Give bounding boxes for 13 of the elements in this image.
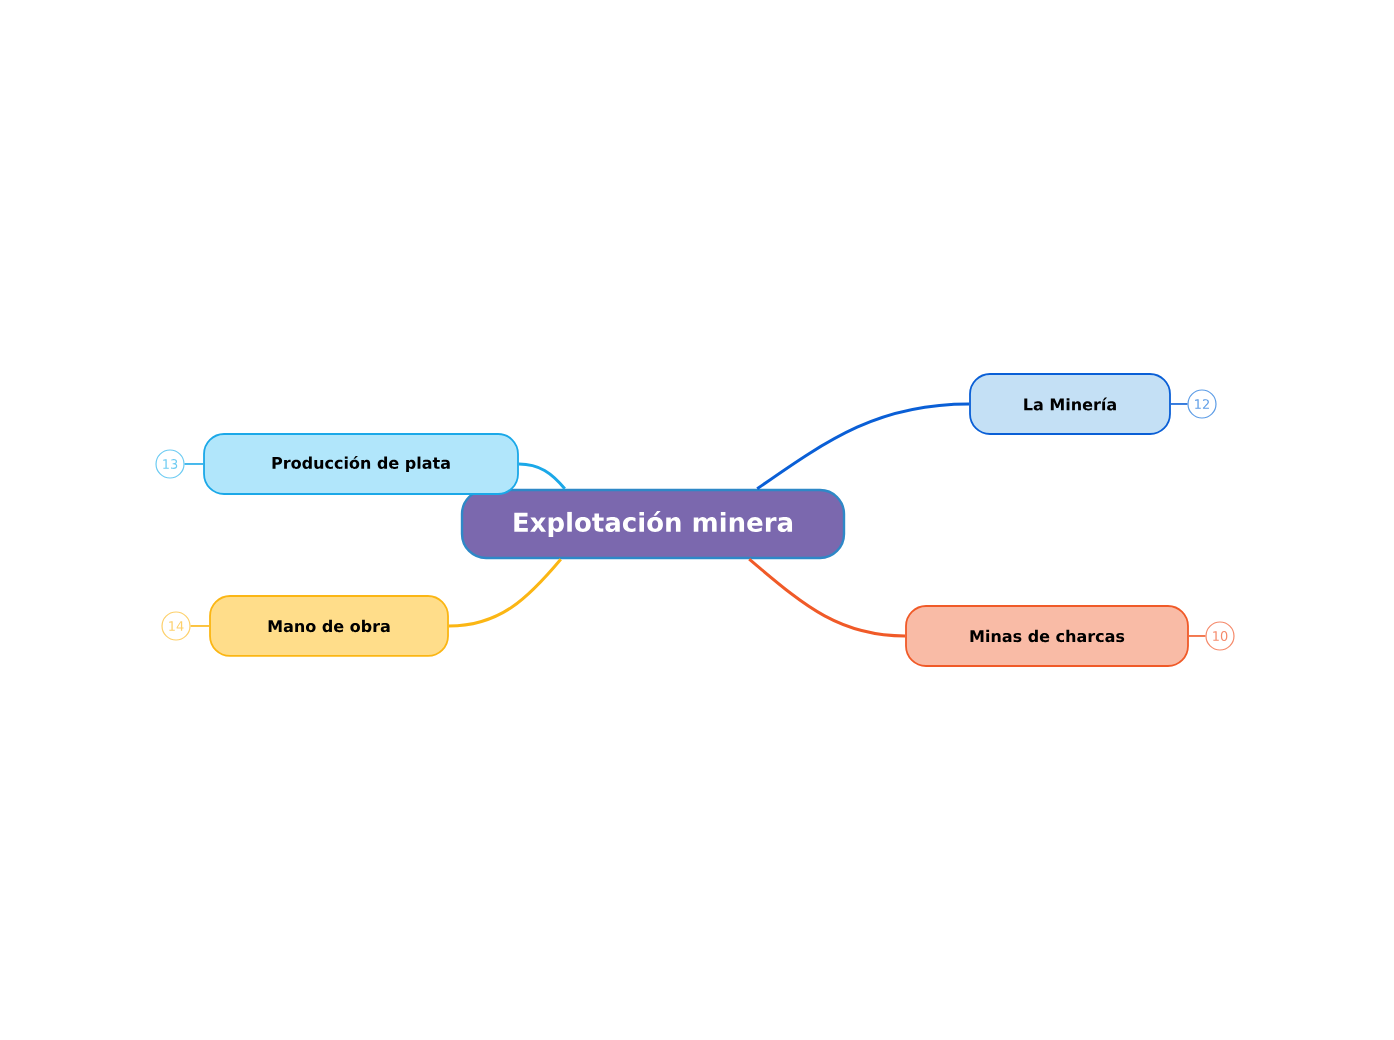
connector-line bbox=[189, 625, 210, 627]
connector-line bbox=[1170, 403, 1189, 405]
branch-line bbox=[518, 462, 566, 490]
topic-box: Producción de plata bbox=[203, 433, 519, 495]
branch-line bbox=[756, 402, 970, 490]
branch-line bbox=[748, 558, 906, 638]
topic-box: Mano de obra bbox=[209, 595, 449, 657]
topic-box: La Minería bbox=[969, 373, 1171, 435]
connector-line bbox=[1188, 635, 1207, 637]
connector-line bbox=[183, 463, 204, 465]
central-topic-box: Explotación minera bbox=[460, 488, 846, 560]
topic-box: Minas de charcas bbox=[905, 605, 1189, 667]
branch-line bbox=[448, 558, 562, 628]
